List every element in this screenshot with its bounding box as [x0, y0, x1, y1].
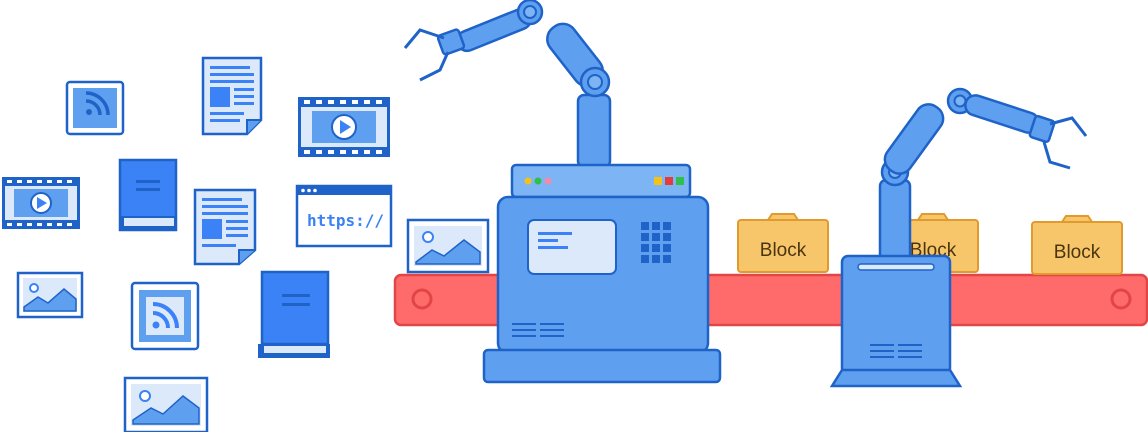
belt-roller-right	[1110, 288, 1132, 310]
block-label: Block	[760, 240, 807, 261]
robot-arm-main	[403, 0, 612, 169]
content-icons-cluster: https://	[2, 56, 393, 432]
book-icon	[118, 158, 178, 232]
browser-url-icon: https://	[295, 184, 393, 248]
rss-feed-icon-bottom	[130, 281, 200, 351]
robot-arm-secondary	[829, 87, 1088, 388]
url-text: https://	[307, 211, 384, 230]
keypad	[641, 222, 671, 263]
status-light	[524, 177, 532, 185]
output-block: Block	[737, 213, 829, 273]
image-icon-bottom	[123, 376, 209, 432]
processing-machine	[403, 0, 722, 384]
status-light	[544, 177, 552, 185]
document-icon-middle	[193, 188, 257, 266]
image-input-icon	[406, 218, 490, 274]
status-light	[534, 177, 542, 185]
output-block: Block	[1031, 215, 1123, 275]
book-icon-large	[258, 270, 330, 358]
block-label: Block	[1054, 242, 1101, 263]
belt-roller-left	[411, 288, 433, 310]
video-film-icon-left	[2, 177, 80, 229]
video-film-icon	[298, 97, 390, 157]
image-icon-small	[16, 271, 84, 319]
document-icon	[201, 56, 263, 136]
rss-feed-icon	[65, 80, 125, 136]
